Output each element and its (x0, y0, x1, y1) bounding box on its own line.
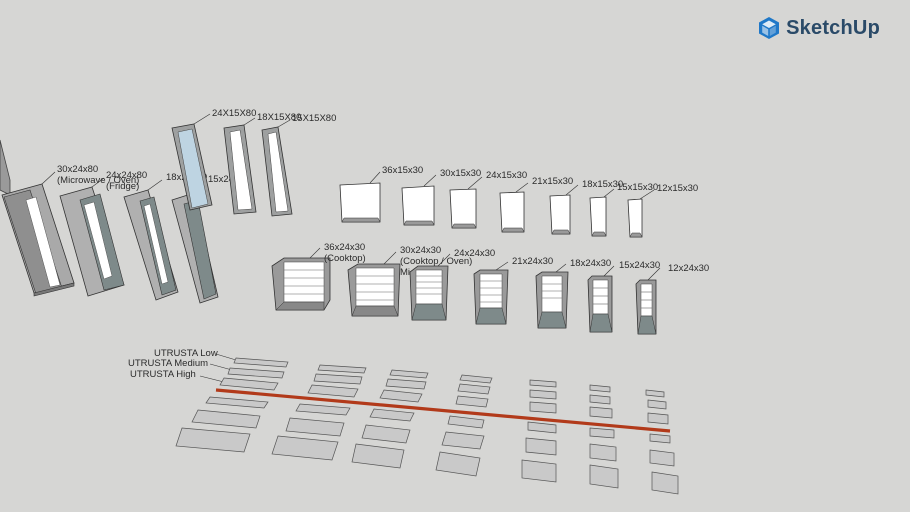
base-cabinet-24x24x30[interactable] (409, 265, 449, 321)
section-plane-line[interactable] (215, 388, 671, 433)
drawer-fronts-col-4[interactable] (435, 374, 493, 477)
leader-line (199, 375, 225, 383)
base-cabinet-12x24x30[interactable] (635, 279, 657, 335)
leader-line (215, 353, 237, 361)
leader-line (193, 113, 211, 125)
wall-cabinet-21x15x30[interactable] (499, 191, 525, 233)
drawer-fronts-col-1[interactable] (175, 357, 289, 453)
base-cabinet-36x24x30[interactable] (271, 257, 331, 311)
drawer-row-label-medium: UTRUSTA Medium (128, 358, 208, 369)
leader-line (565, 184, 579, 196)
base-cabinet-sublabel-1: (Cooktop) (324, 253, 366, 264)
wall-cabinet-label-7: 12x15x30 (657, 183, 698, 194)
drawer-fronts-col-5[interactable] (521, 379, 557, 483)
base-cabinet-label-3: 24x24x30 (454, 248, 495, 259)
wall-cabinet-label-1: 36x15x30 (382, 165, 423, 176)
wall-cabinet-label-2: 30x15x30 (440, 168, 481, 179)
tall-cabinet-15x24x80[interactable] (171, 192, 219, 304)
wall-tall-cabinet-24x15x80[interactable] (171, 123, 213, 211)
wall-tall-label-1: 24X15X80 (212, 108, 256, 119)
leader-line (437, 253, 451, 267)
tall-cabinet-18x24x80[interactable] (123, 189, 179, 301)
base-cabinet-label-1: 36x24x30 (324, 242, 365, 253)
base-cabinet-18x24x30[interactable] (535, 271, 569, 329)
drawer-fronts-col-7[interactable] (645, 389, 679, 495)
tall-cabinet-label-4: 15x24x80 (208, 174, 249, 185)
wall-tall-label-2: 18X15X80 (257, 112, 301, 123)
base-cabinet-sublabel-2: (Cooktop / Oven) (400, 256, 472, 267)
tall-cabinet-sublabel-2: (Fridge) (106, 181, 139, 192)
wall-cabinet-12x15x30[interactable] (627, 198, 643, 238)
leader-line (309, 247, 321, 259)
leader-line (91, 177, 105, 188)
drawer-row-label-high: UTRUSTA High (130, 369, 196, 380)
tall-cabinet-sublabel-1: (Microwave / Oven) (57, 175, 139, 186)
wall-tall-cabinet-18x15x80[interactable] (223, 124, 257, 215)
leader-line (495, 261, 509, 271)
leader-line (41, 171, 56, 185)
sketchup-cube-icon (759, 17, 780, 39)
tall-cabinet-label-1: 30x24x80 (57, 164, 98, 175)
leader-line (603, 265, 615, 277)
leader-line (423, 174, 437, 187)
wall-cabinet-label-4: 21x15x30 (532, 176, 573, 187)
drawer-fronts-col-6[interactable] (589, 384, 619, 489)
leader-line (603, 188, 615, 198)
leader-line (243, 117, 256, 126)
leader-line (383, 251, 397, 265)
drawer-row-label-low: UTRUSTA Low (154, 348, 218, 359)
base-cabinet-label-4: 21x24x30 (512, 256, 553, 267)
base-cabinet-label-7: 12x24x30 (668, 263, 709, 274)
drawer-fronts-col-3[interactable] (351, 369, 429, 469)
wall-tall-label-3: 15X15X80 (292, 113, 336, 124)
tall-cabinet-30x24x80[interactable] (1, 183, 75, 297)
tall-cabinet-label-2: 24x24x80 (106, 170, 147, 181)
leader-line (467, 176, 483, 190)
wall-tall-cabinet-15x15x80[interactable] (261, 126, 293, 217)
leader-line (369, 171, 381, 184)
leader-line (147, 179, 163, 191)
base-cabinet-label-6: 15x24x30 (619, 260, 660, 271)
base-cabinet-label-5: 18x24x30 (570, 258, 611, 269)
base-cabinet-30x24x30[interactable] (347, 263, 401, 317)
base-cabinet-label-2: 30x24x30 (400, 245, 441, 256)
partial-cabinet (0, 139, 11, 196)
wall-cabinet-36x15x30[interactable] (339, 182, 381, 223)
wall-cabinet-15x15x30[interactable] (589, 196, 607, 237)
base-cabinet-21x24x30[interactable] (473, 269, 509, 325)
leader-line (647, 267, 661, 281)
leader-line (277, 119, 291, 128)
leader-line (555, 263, 567, 273)
wall-cabinet-18x15x30[interactable] (549, 194, 571, 235)
wall-cabinet-label-6: 15x15x30 (617, 182, 658, 193)
leader-line (515, 182, 529, 193)
wall-cabinet-30x15x30[interactable] (401, 185, 435, 226)
sketchup-brand-name: SketchUp (786, 16, 880, 39)
wall-cabinet-label-3: 24x15x30 (486, 170, 527, 181)
wall-cabinet-24x15x30[interactable] (449, 188, 477, 229)
base-cabinet-sublabel2-2: Mi (400, 267, 410, 278)
sketchup-logo: SketchUp (758, 16, 880, 40)
leader-line (639, 189, 655, 200)
base-cabinet-15x24x30[interactable] (587, 275, 613, 333)
leader-line (209, 363, 233, 371)
wall-cabinet-label-5: 18x15x30 (582, 179, 623, 190)
drawer-fronts-col-2[interactable] (271, 364, 367, 461)
tall-cabinet-24x24x80[interactable] (59, 186, 125, 297)
